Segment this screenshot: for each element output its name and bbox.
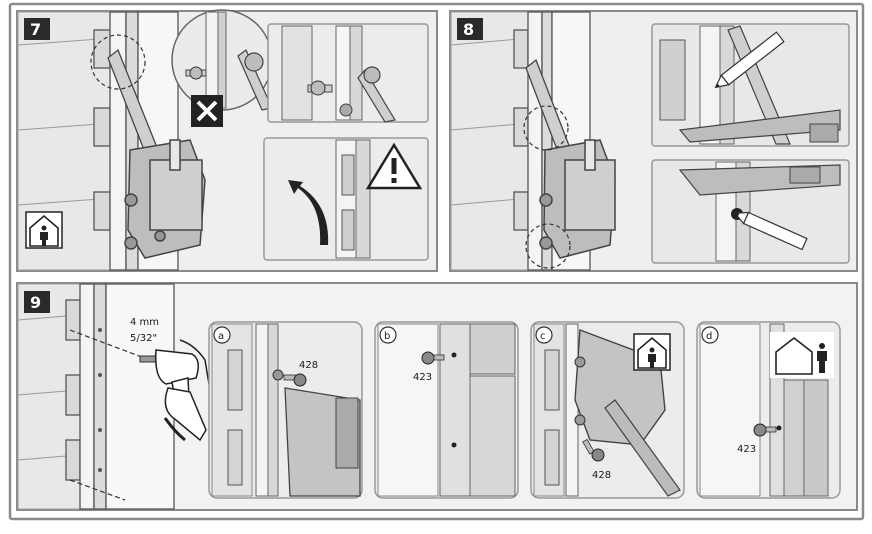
- step-8-panel: 8: [449, 10, 858, 272]
- sub-panel-d-part: 423: [737, 444, 756, 455]
- warning-triangle-icon: [365, 142, 423, 190]
- sub-panel-c: c 428: [530, 321, 685, 499]
- drill-icon: [139, 339, 211, 442]
- screw-423-icon: [421, 351, 445, 365]
- sub-panel-b: b 423: [374, 321, 519, 499]
- person-inside-house-icon: [25, 211, 63, 249]
- step-9-panel: 9 4 mm 5/32" a: [16, 282, 858, 511]
- sub-panel-b-part: 423: [413, 372, 432, 383]
- curved-arrow-icon: [288, 180, 329, 245]
- drill-size-inch: 5/32": [130, 333, 157, 344]
- sub-panel-b-letter: b: [384, 331, 390, 342]
- step-7-number: 7: [30, 20, 41, 39]
- sub-panel-a: a 428: [208, 321, 363, 499]
- pencil-icon: [714, 31, 785, 89]
- screw-428-icon: [283, 373, 307, 387]
- sub-panel-d: d 423: [696, 321, 841, 499]
- rotation-detail-panel: [263, 137, 429, 261]
- sub-panel-a-part: 428: [299, 360, 318, 371]
- drill-size-mm: 4 mm: [130, 317, 159, 328]
- step-7-panel: 7: [16, 9, 438, 272]
- pencil-icon-2: [733, 211, 808, 251]
- wrong-x-icon: [191, 95, 223, 127]
- person-inside-house-icon-2: [633, 333, 671, 371]
- bolt-detail-panel: [267, 23, 429, 123]
- marking-detail-top: [651, 23, 850, 147]
- step-8-number: 8: [463, 20, 474, 39]
- marking-detail-bottom: [651, 159, 850, 264]
- screw-423-icon-2: [753, 423, 777, 437]
- sub-panel-a-letter: a: [218, 331, 224, 342]
- step-9-number: 9: [30, 293, 41, 312]
- person-outside-house-icon: [770, 332, 834, 378]
- sub-panel-c-part: 428: [592, 470, 611, 481]
- screw-428-icon-2: [582, 438, 605, 462]
- sub-panel-c-letter: c: [540, 331, 546, 342]
- sub-panel-d-letter: d: [706, 331, 712, 342]
